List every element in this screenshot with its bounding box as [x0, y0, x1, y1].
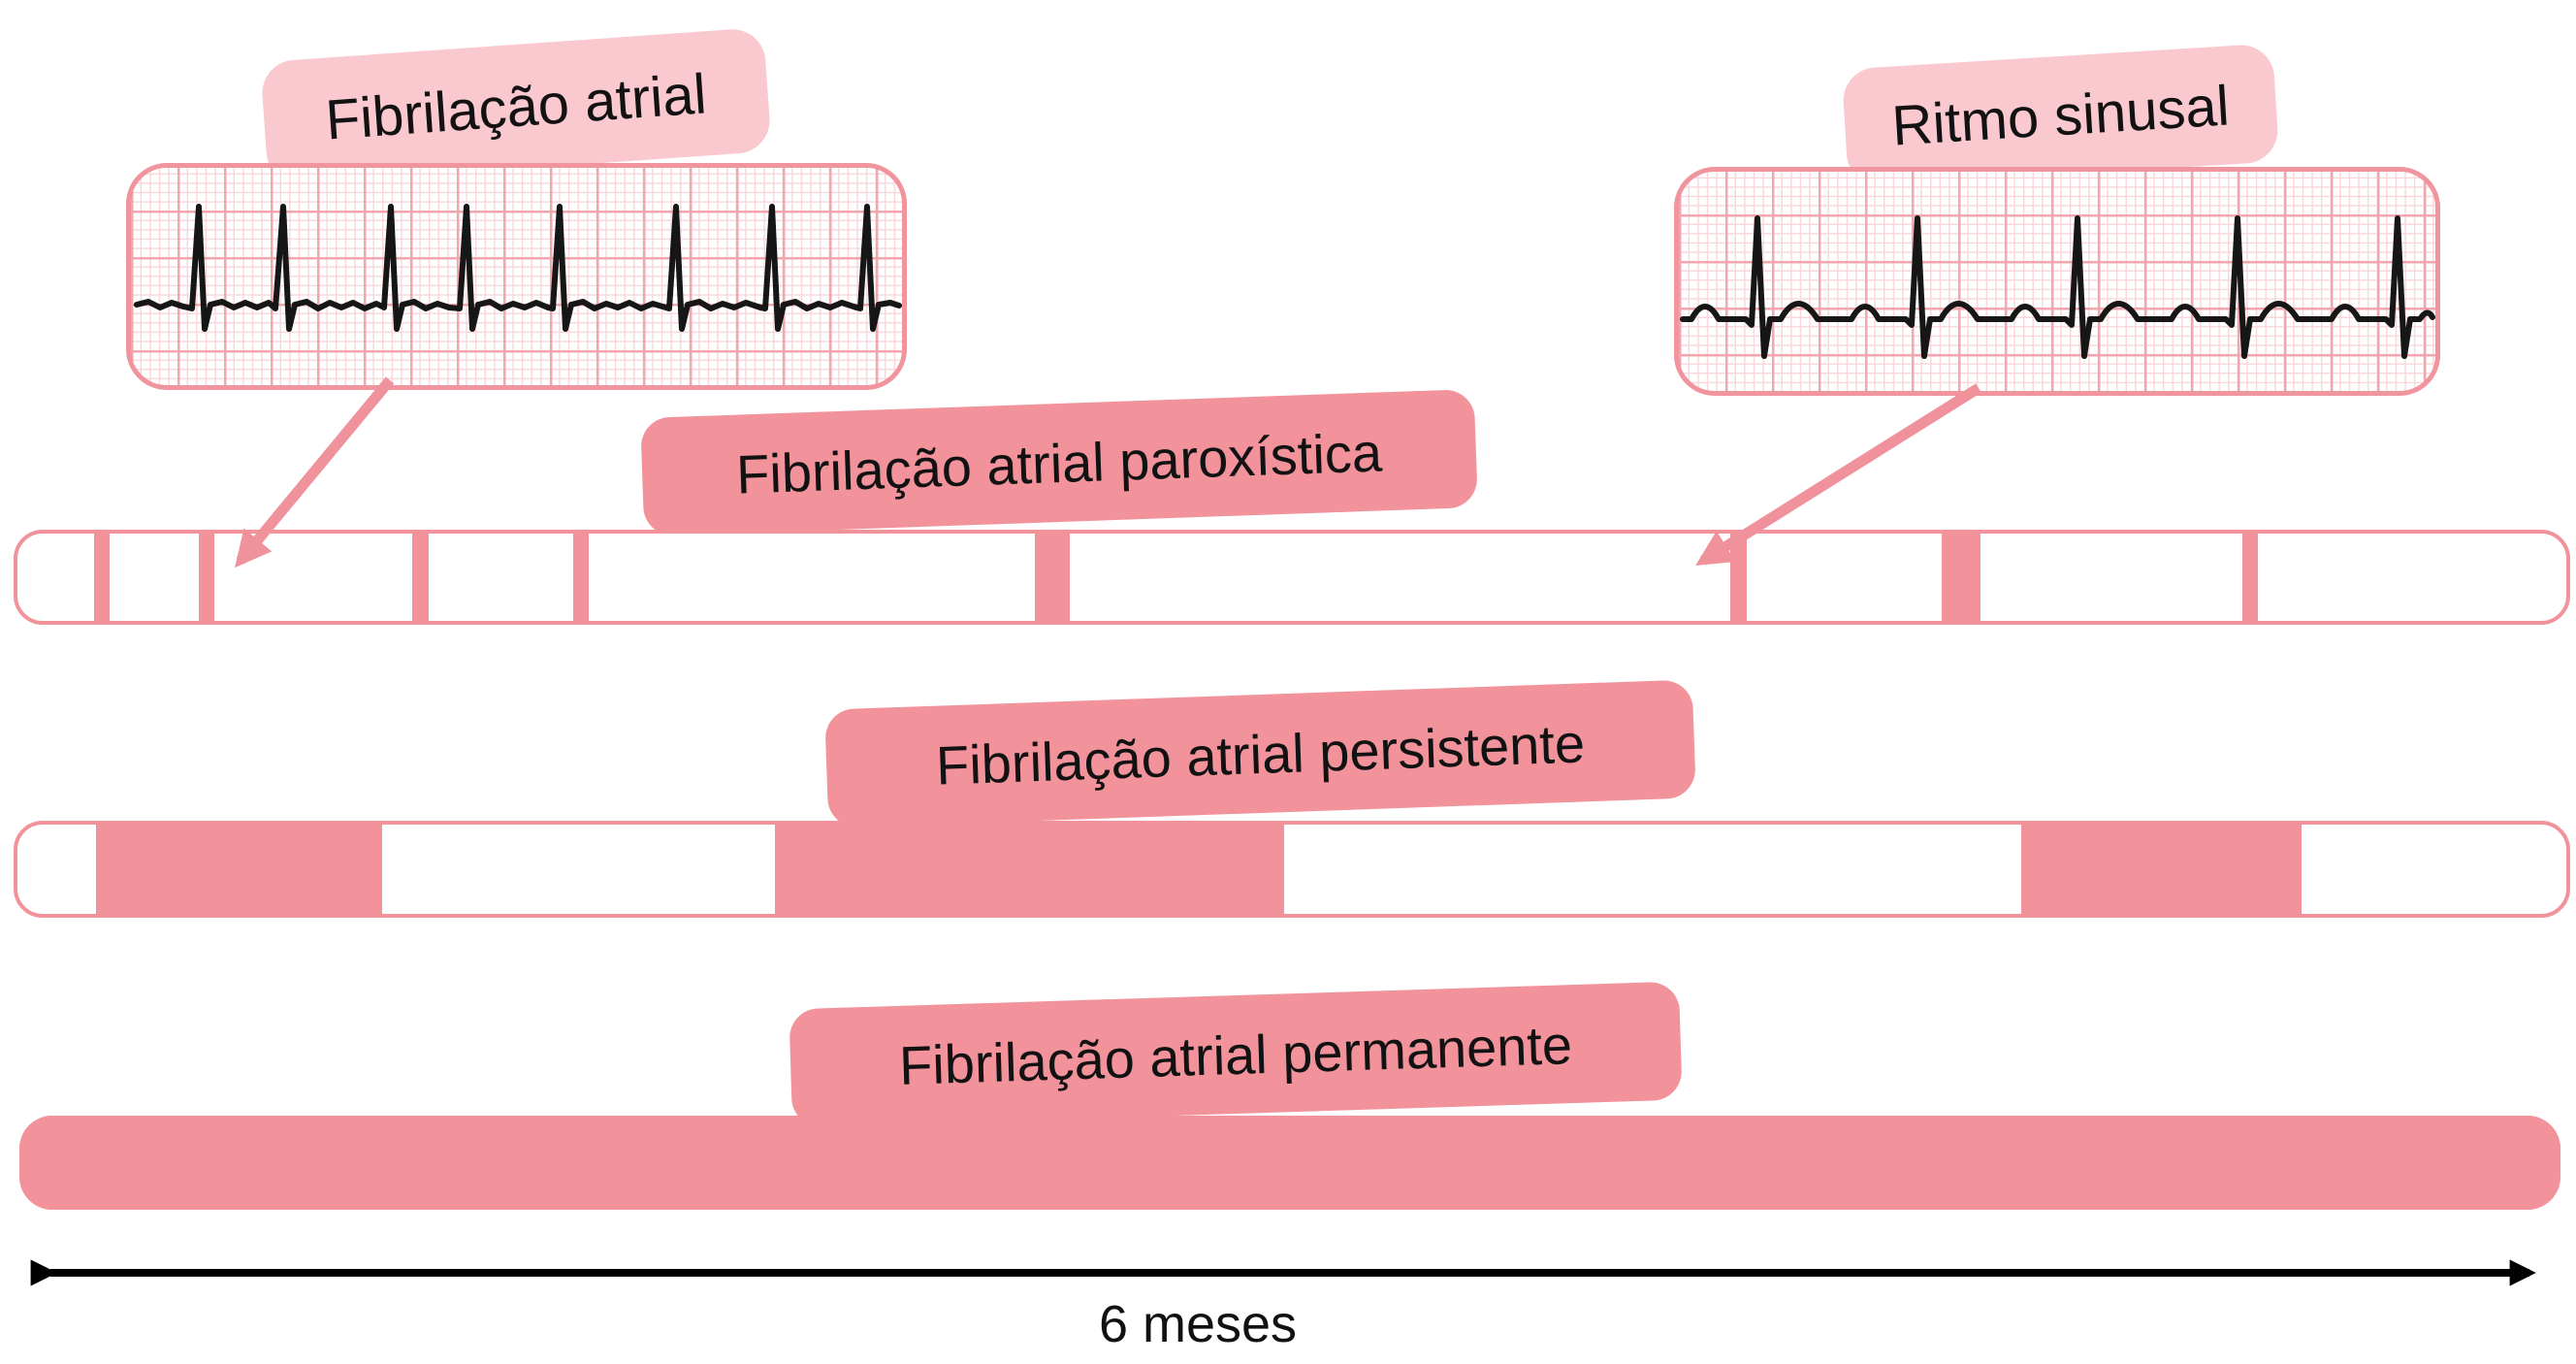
bar-paroxistica [14, 530, 2570, 625]
timeline-segment-paroxistica [93, 534, 110, 621]
timeline-segment-persistente [774, 825, 1285, 914]
label-fa-persistente: Fibrilação atrial persistente [824, 679, 1696, 828]
timeline-segment-paroxistica [412, 534, 429, 621]
axis-label-6-meses: 6 meses [1098, 1295, 1298, 1353]
label-fa-paroxistica: Fibrilação atrial paroxística [640, 389, 1478, 536]
timeline-segment-paroxistica [198, 534, 214, 621]
sinus-ecg-trace [1680, 215, 2435, 359]
timeline-segment-persistente [96, 825, 382, 914]
timeline-segment-permanente [19, 1116, 2560, 1210]
timeline-segment-paroxistica [572, 534, 590, 621]
timeline-segment-paroxistica [1034, 534, 1070, 621]
ecg-strip-atrial-fibrillation [126, 163, 907, 390]
timeline-segment-paroxistica [2242, 534, 2258, 621]
af-ecg-trace [134, 204, 902, 332]
label-fa-permanente: Fibrilação atrial permanente [789, 981, 1683, 1128]
timeline-segment-paroxistica [1730, 534, 1748, 621]
timeline-segment-persistente [2020, 825, 2302, 914]
ecg-strip-sinus-rhythm [1674, 167, 2440, 396]
bar-persistente [14, 821, 2570, 918]
timeline-segment-paroxistica [1942, 534, 1981, 621]
bar-permanente [19, 1116, 2560, 1210]
